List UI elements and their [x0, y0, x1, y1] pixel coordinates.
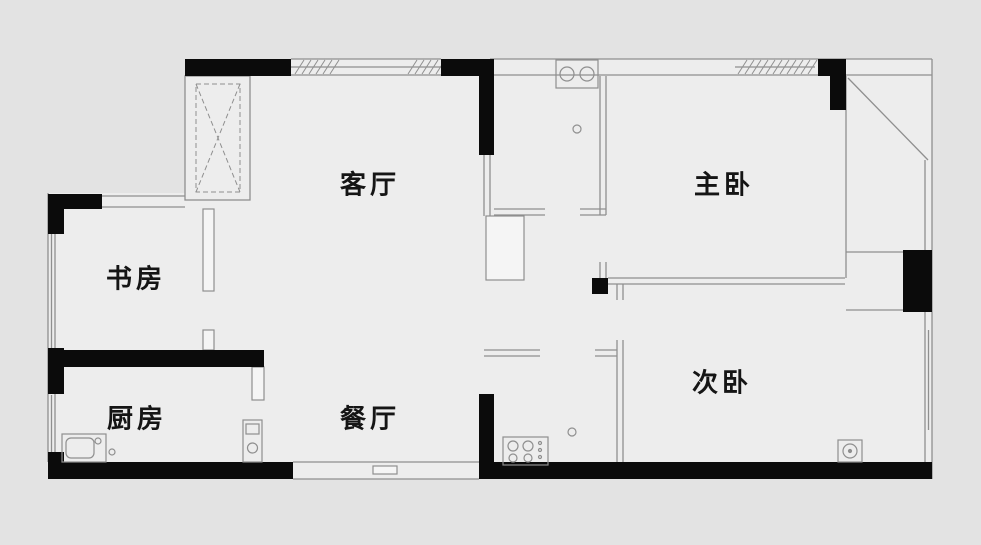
- window-hatch-tick: [786, 59, 797, 75]
- wall: [62, 350, 264, 367]
- window-hatch-tick: [301, 59, 312, 75]
- window-hatch-tick: [315, 59, 326, 75]
- window-hatch-tick: [428, 59, 439, 75]
- wall-stub: [202, 329, 215, 351]
- stove-burner: [522, 440, 534, 452]
- wall: [48, 194, 64, 234]
- window-hatch-tick: [758, 59, 769, 75]
- double-washbasin: [555, 59, 599, 89]
- wall: [479, 462, 932, 479]
- wall-stub: [202, 208, 215, 292]
- window-hatch-tick: [772, 59, 783, 75]
- window-hatch-tick: [329, 59, 340, 75]
- wall: [592, 278, 608, 294]
- wall: [185, 59, 291, 76]
- sink-faucet: [94, 437, 102, 445]
- gas-stove: [502, 436, 549, 466]
- window-hatch-tick: [744, 59, 755, 75]
- wall: [818, 59, 846, 76]
- wall-stub: [485, 215, 525, 281]
- floor-drain-ring: [842, 443, 858, 459]
- window-hatch-tick: [407, 59, 418, 75]
- window-hatch-tick: [322, 59, 333, 75]
- washbasin-bowl: [559, 66, 575, 82]
- kitchen-sink: [61, 433, 107, 463]
- wall: [48, 462, 293, 479]
- window-hatch-tick: [751, 59, 762, 75]
- stove-knob: [537, 440, 543, 446]
- kitchen-unit-burner: [246, 442, 259, 454]
- floor-drain: [572, 124, 582, 134]
- window-hatch-tick: [294, 59, 305, 75]
- wall-line: [847, 77, 929, 161]
- elevator-car: [195, 83, 241, 193]
- wall: [479, 59, 494, 155]
- kitchen-unit: [242, 419, 263, 463]
- wall: [830, 76, 846, 110]
- window-hatch-tick: [421, 59, 432, 75]
- window-hatch-tick: [807, 59, 818, 75]
- kitchen-sink-basin: [65, 437, 95, 459]
- stove-knob: [537, 454, 543, 460]
- window-hatch-tick: [765, 59, 776, 75]
- stove-knob: [537, 447, 543, 453]
- window-hatch-tick: [800, 59, 811, 75]
- stove-burner: [523, 453, 533, 463]
- stove-burner: [507, 440, 519, 452]
- wall-stub: [251, 366, 265, 401]
- window-hatch-tick: [737, 59, 748, 75]
- kitchen-unit-detail: [245, 423, 260, 435]
- window-hatch-tick: [793, 59, 804, 75]
- elevator-cross-line: [195, 83, 241, 193]
- wall: [903, 250, 932, 312]
- wall-stub: [372, 465, 398, 475]
- wall: [48, 348, 64, 394]
- window-hatch-tick: [779, 59, 790, 75]
- wall: [479, 394, 494, 479]
- floor-drain-unit: [837, 439, 863, 463]
- floor-drain: [108, 448, 116, 456]
- floor-drain-dot: [847, 448, 853, 454]
- wall: [441, 59, 490, 76]
- stove-burner: [508, 453, 518, 463]
- window-hatch-tick: [414, 59, 425, 75]
- window-hatch-tick: [308, 59, 319, 75]
- washbasin-bowl: [579, 66, 595, 82]
- floor-drain: [567, 427, 577, 437]
